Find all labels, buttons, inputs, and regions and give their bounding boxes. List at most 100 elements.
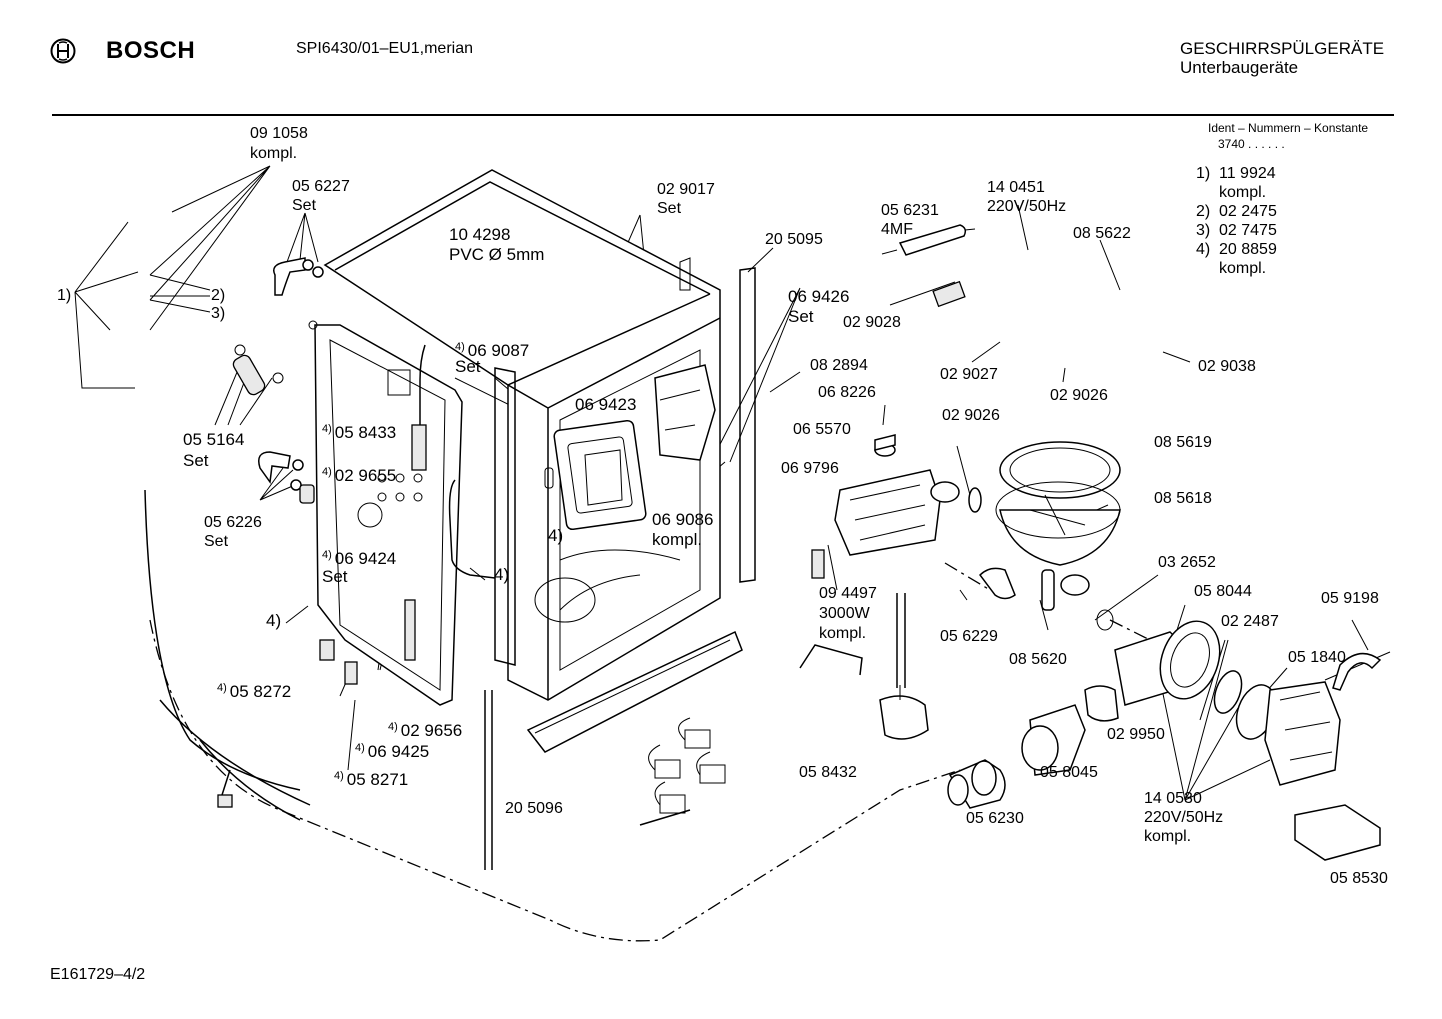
part-label: 06 9423 [575, 395, 637, 414]
part-label: 05 6230 [966, 810, 1024, 827]
footnote-num: 1) [1196, 165, 1211, 182]
footnote-num: 3) [1196, 222, 1211, 239]
part-label: 09 1058 [250, 125, 308, 142]
part-label: 02 9026 [1050, 387, 1108, 404]
part-note: Set [657, 200, 682, 217]
part-label: 05 8044 [1194, 583, 1252, 600]
part-note: Set [292, 197, 317, 214]
part-label: 14 0530 [1144, 790, 1202, 807]
part-label: 20 5095 [765, 231, 823, 248]
part-label: 08 5622 [1073, 225, 1131, 242]
footnote-code: 02 7475 [1219, 222, 1277, 239]
part-label: 02 2487 [1221, 613, 1279, 630]
part-note: 4MF [881, 221, 913, 238]
leader-lines [74, 165, 1391, 801]
reference-marker: 1) [57, 287, 72, 304]
part-label: 08 5620 [1009, 651, 1067, 668]
base-plate [526, 630, 743, 753]
part-label: 05 8045 [1040, 764, 1098, 781]
part-note: kompl. [250, 145, 298, 162]
category-subtitle: Unterbaugeräte [1180, 58, 1299, 77]
part-label: 02 9027 [940, 366, 998, 383]
part-label: 06 8226 [818, 384, 876, 401]
part-label: 05 8530 [1330, 870, 1388, 887]
part-number: 02 9656 [400, 721, 463, 740]
dishwasher-tub [323, 169, 756, 701]
part-label: 05 6229 [940, 628, 998, 645]
part-label: 02 9026 [942, 407, 1000, 424]
part-note: Set [455, 357, 481, 376]
part-note: Set [788, 307, 814, 326]
heater-pump-assembly [834, 224, 1121, 631]
bosch-logo-icon [50, 38, 76, 64]
part-label: 05 6226 [204, 514, 262, 531]
part-label: 06 9796 [781, 460, 839, 477]
footnote-ref: 4) [355, 742, 365, 754]
header-divider [52, 114, 1394, 116]
part-note: PVC Ø 5mm [449, 245, 545, 264]
part-label: 05 8432 [799, 764, 857, 781]
part-number: 06 9087 [467, 341, 530, 360]
reference-marker: 4) [494, 565, 510, 584]
part-number: 05 8433 [334, 423, 397, 442]
footnote-note: kompl. [1219, 184, 1267, 201]
part-label: 05 6231 [881, 202, 939, 219]
part-label: 4)05 8271 [334, 767, 408, 789]
dispenser-assembly [544, 364, 716, 531]
ident-value: 3740 . . . . . . [1218, 137, 1285, 151]
part-number: 02 9655 [334, 466, 397, 485]
part-note: 3000W [819, 605, 870, 622]
cable-route-line [944, 562, 991, 591]
part-label: 4)02 9655 [322, 463, 396, 485]
part-note: 220V/50Hz [987, 198, 1067, 215]
part-label: 14 0451 [987, 179, 1045, 196]
cable-route-line [1109, 619, 1151, 641]
footnote-ref: 4) [455, 341, 465, 353]
part-label: 02 9017 [657, 181, 715, 198]
reference-marker: 2) [211, 287, 226, 304]
part-label: 03 2652 [1158, 554, 1216, 571]
part-label: 4)05 8272 [217, 679, 291, 701]
part-label: 09 4497 [819, 585, 877, 602]
category-title: GESCHIRRSPÜLGERÄTE [1180, 39, 1385, 58]
hose-clips [232, 257, 324, 504]
footnote-num: 4) [1196, 241, 1211, 258]
footnote-code: 11 9924 [1219, 165, 1276, 182]
drawing-code: E161729–4/2 [50, 966, 146, 983]
footnote-code: 02 2475 [1219, 203, 1277, 220]
part-label: 4)06 9087 [455, 338, 529, 360]
part-label: 4)06 9424 [322, 546, 396, 568]
part-note: Set [183, 451, 209, 470]
side-strips [484, 593, 906, 870]
part-note: kompl. [1144, 828, 1192, 845]
part-label: 08 5619 [1154, 434, 1212, 451]
part-number: 06 9424 [334, 549, 397, 568]
part-label: 06 5570 [793, 421, 851, 438]
part-label: 05 5164 [183, 430, 245, 449]
part-label: 02 9950 [1107, 726, 1165, 743]
part-label: 02 9028 [843, 314, 901, 331]
part-label: 05 6227 [292, 178, 350, 195]
part-label: 06 9086 [652, 510, 714, 529]
footnote-note: kompl. [1219, 260, 1267, 277]
part-note: Set [204, 533, 229, 550]
part-label: 08 2894 [810, 357, 868, 374]
part-label: 10 4298 [449, 225, 511, 244]
ident-title: Ident – Nummern – Konstante [1208, 121, 1369, 135]
door-panel [308, 320, 496, 706]
footnote-code: 20 8859 [1219, 241, 1277, 258]
part-label: 4)05 8433 [322, 420, 396, 442]
reference-marker: 3) [211, 305, 226, 322]
part-label: 20 5096 [505, 800, 563, 817]
part-number: 05 8271 [346, 770, 409, 789]
part-number: 06 9425 [367, 742, 430, 761]
brand-name: BOSCH [106, 37, 196, 64]
part-number: 05 8272 [229, 682, 292, 701]
reference-marker: 4) [266, 611, 282, 630]
footnote-ref: 4) [322, 549, 332, 561]
part-note: kompl. [652, 530, 703, 549]
footnote-ref: 4) [322, 423, 332, 435]
part-label: 02 9038 [1198, 358, 1256, 375]
